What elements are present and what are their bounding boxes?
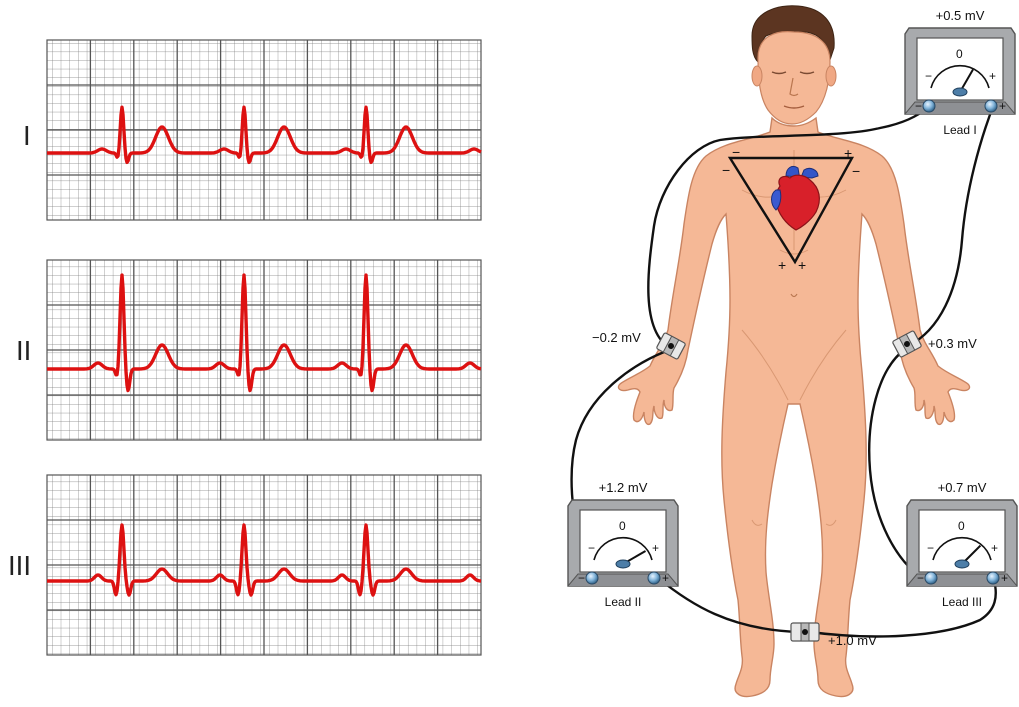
triangle-sign-right: − — [852, 163, 860, 179]
meter-lead-name: Lead III — [942, 595, 982, 609]
meter-terminal-minus-sign: − — [915, 99, 922, 113]
meter-dial-plus: + — [989, 69, 996, 83]
meter-dial-minus: − — [588, 541, 595, 555]
meter-terminal-plus-sign: + — [1001, 571, 1008, 585]
voltmeter-lead3: 0 − + − + +0.7 mV Lead III — [907, 480, 1017, 609]
strip-label: II — [16, 337, 31, 367]
voltmeter-lead2: 0 − + − + +1.2 mV Lead II — [568, 480, 678, 609]
meter-dial-zero: 0 — [956, 47, 963, 61]
meter-dial-plus: + — [991, 541, 998, 555]
meter-dial-zero: 0 — [619, 519, 626, 533]
meter-terminal-plus-sign: + — [999, 99, 1006, 113]
ecg-strip-1: I — [23, 40, 481, 220]
strip-label: III — [8, 552, 31, 582]
left-leg-voltage: +1.0 mV — [828, 633, 877, 648]
triangle-sign-bottom-right: + — [798, 257, 806, 273]
meter-needle-hub — [955, 560, 969, 568]
meter-reading: +0.5 mV — [936, 8, 985, 23]
meter-terminal-positive — [987, 572, 999, 584]
meter-reading: +1.2 mV — [599, 480, 648, 495]
triangle-sign-top-left: − — [732, 144, 740, 160]
electrode-left-leg — [791, 623, 819, 641]
triangle-sign-top-right: + — [844, 145, 852, 161]
meter-dial-zero: 0 — [958, 519, 965, 533]
head — [758, 32, 830, 124]
meter-terminal-positive — [648, 572, 660, 584]
meter-needle-hub — [616, 560, 630, 568]
ecg-strip-2: II — [16, 260, 481, 440]
left-arm-voltage: +0.3 mV — [928, 336, 977, 351]
triangle-sign-bottom-left: + — [778, 257, 786, 273]
meter-lead-name: Lead II — [605, 595, 642, 609]
voltmeter-lead1: 0 − + − + +0.5 mV Lead I — [905, 8, 1015, 137]
meter-dial-minus: − — [925, 69, 932, 83]
triangle-sign-left: − — [722, 162, 730, 178]
wire-left-arm-to-lead1 — [908, 104, 994, 346]
meter-dial-plus: + — [652, 541, 659, 555]
meter-dial-minus: − — [927, 541, 934, 555]
meter-terminal-negative — [925, 572, 937, 584]
meter-terminal-positive — [985, 100, 997, 112]
left-ear — [752, 66, 762, 86]
strip-label: I — [23, 122, 31, 152]
meter-reading: +0.7 mV — [938, 480, 987, 495]
right-arm-voltage: −0.2 mV — [592, 330, 641, 345]
meter-lead-name: Lead I — [943, 123, 976, 137]
wire-left-leg-to-lead2 — [658, 578, 800, 632]
meter-needle-hub — [953, 88, 967, 96]
meter-terminal-minus-sign: − — [917, 571, 924, 585]
meter-terminal-negative — [923, 100, 935, 112]
meter-terminal-minus-sign: − — [578, 571, 585, 585]
meter-terminal-negative — [586, 572, 598, 584]
right-ear — [826, 66, 836, 86]
ecg-strip-3: III — [8, 475, 481, 655]
meter-terminal-plus-sign: + — [662, 571, 669, 585]
